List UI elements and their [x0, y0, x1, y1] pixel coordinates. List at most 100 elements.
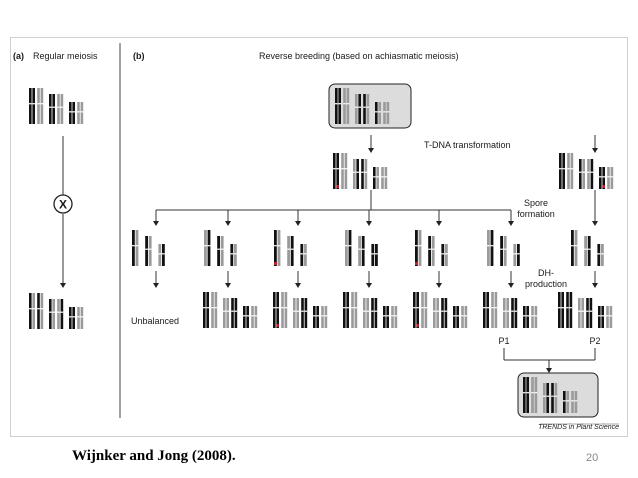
chromatid-body: [386, 102, 390, 124]
tdna-mark: [415, 262, 418, 265]
centromere: [40, 103, 44, 105]
chromatid-body: [69, 102, 72, 124]
centromere: [277, 245, 281, 247]
chromatid: [366, 298, 369, 328]
chromatid-body: [413, 292, 416, 328]
chromatid: [607, 167, 610, 189]
centromere: [587, 171, 590, 173]
centromere: [526, 392, 529, 394]
centromere: [336, 168, 339, 170]
chromatid-body: [456, 306, 459, 328]
chromatid-body: [597, 244, 601, 266]
centromere: [461, 315, 464, 317]
chromatid-body: [562, 153, 565, 189]
centromere: [587, 248, 591, 250]
chromatid-body: [490, 230, 494, 266]
chromatid-body: [371, 244, 375, 266]
chromatid: [570, 153, 574, 189]
chromatid: [72, 307, 75, 329]
centromere: [354, 307, 358, 309]
figure-caption: Wijnker and Jong (2008).: [72, 448, 236, 464]
chromatid: [324, 306, 328, 328]
centromere: [338, 103, 341, 105]
centromere: [57, 311, 60, 313]
arrow-head: [592, 283, 598, 288]
centromere: [581, 310, 584, 312]
chromatid: [69, 307, 72, 329]
panel-a-letter: (a): [13, 51, 24, 61]
chromatid-body: [243, 306, 246, 328]
chromatid: [355, 94, 358, 124]
chromatid: [599, 167, 602, 189]
centromere: [453, 315, 456, 317]
chromatid: [80, 102, 84, 124]
chromatid: [586, 298, 589, 328]
chromatid: [293, 298, 296, 328]
chromatid-body: [371, 298, 374, 328]
chromatid-body: [574, 391, 578, 413]
chromatid-body: [483, 292, 486, 328]
centromere: [487, 245, 490, 247]
centromere: [57, 106, 60, 108]
chromatid: [335, 88, 338, 124]
chromatid: [534, 306, 538, 328]
chromatid-body: [494, 292, 498, 328]
chromatid: [364, 159, 368, 189]
chromatid: [571, 391, 574, 413]
chromatid: [453, 306, 456, 328]
chromatid-body: [364, 159, 368, 189]
centromere: [345, 245, 348, 247]
centromere: [574, 245, 578, 247]
chromatid-body: [375, 244, 378, 266]
centromere: [441, 310, 444, 312]
chromatid-body: [284, 292, 288, 328]
centromere: [214, 307, 218, 309]
centromere: [234, 310, 238, 312]
centromere: [416, 307, 419, 309]
chromatid: [304, 298, 308, 328]
centromere: [383, 315, 386, 317]
centromere: [373, 176, 376, 178]
arrow-head: [295, 221, 301, 226]
chromatid: [376, 167, 379, 189]
centromere: [304, 253, 307, 255]
centromere: [586, 310, 589, 312]
chromatid: [587, 159, 590, 189]
chromatid-body: [77, 307, 80, 329]
centromere: [203, 307, 206, 309]
chromatid-body: [366, 94, 370, 124]
chromatid-body: [273, 292, 276, 328]
chromatid-body: [346, 88, 350, 124]
chromatid: [77, 307, 80, 329]
chromatid: [546, 383, 549, 413]
chromatid-body: [375, 102, 378, 124]
centromere: [290, 248, 294, 250]
centromere: [566, 307, 569, 309]
centromere: [584, 248, 587, 250]
chromatid-body: [234, 244, 237, 266]
centromere: [300, 253, 304, 255]
centromere: [343, 307, 346, 309]
chromatid-body: [444, 298, 448, 328]
chromatid-body: [486, 292, 489, 328]
chromatid-body: [574, 230, 578, 266]
centromere: [415, 245, 418, 247]
chromatid: [383, 102, 386, 124]
centromere: [601, 315, 604, 317]
centromere: [602, 176, 605, 178]
chromatid-body: [338, 88, 341, 124]
centromere: [609, 315, 613, 317]
chromatid: [543, 383, 546, 413]
arrow-head: [592, 148, 598, 153]
centromere: [589, 310, 593, 312]
centromere: [381, 176, 384, 178]
centromere: [383, 111, 386, 113]
chromatid-body: [281, 292, 284, 328]
centromere: [431, 248, 435, 250]
chromatid: [145, 236, 148, 266]
chromatid-body: [351, 292, 354, 328]
centromere: [313, 315, 316, 317]
chromatid: [296, 298, 299, 328]
centromere: [511, 310, 514, 312]
chromatid-body: [534, 377, 538, 413]
